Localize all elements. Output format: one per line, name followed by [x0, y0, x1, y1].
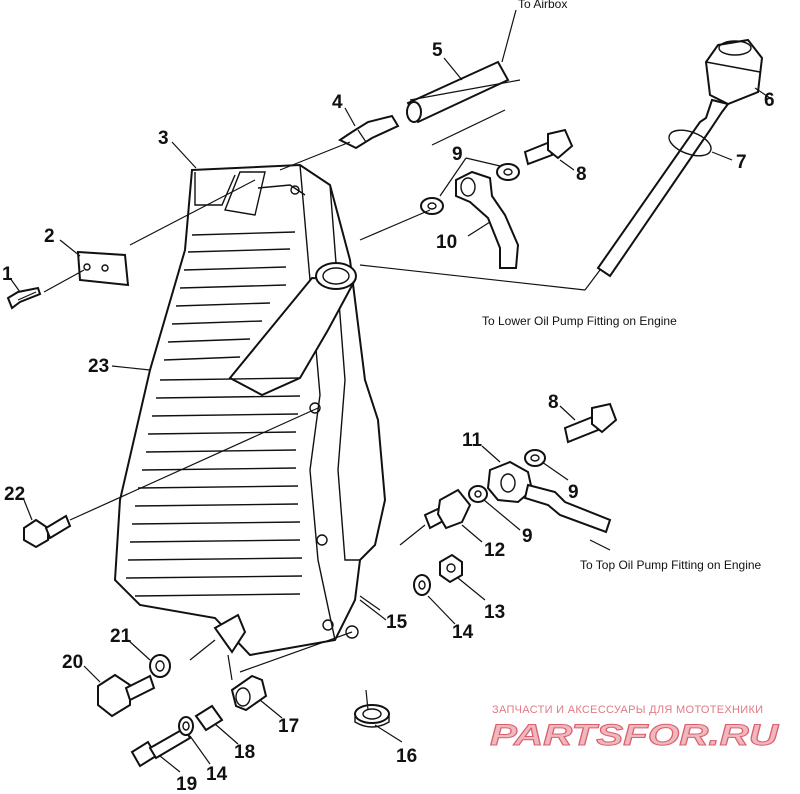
grommet-16 — [354, 704, 390, 728]
washer-9d — [468, 485, 488, 503]
washer-21 — [149, 654, 171, 678]
hose-5 — [406, 60, 510, 124]
callout-23: 23 — [88, 356, 109, 377]
callout-20: 20 — [62, 652, 83, 673]
nut-13 — [439, 553, 463, 584]
oil-tank — [113, 163, 387, 657]
callout-19: 19 — [176, 774, 197, 794]
callout-10: 10 — [436, 232, 457, 253]
callout-9-lower: 9 — [522, 526, 533, 547]
annotation-to-top-oil-pump: To Top Oil Pump Fitting on Engine — [580, 558, 762, 572]
callout-leaders — [9, 57, 771, 773]
banjo-fitting-10 — [455, 170, 520, 269]
watermark-brand-logo: PARTSFOR.RU — [490, 719, 780, 752]
callout-4: 4 — [332, 92, 343, 113]
annotation-to-airbox: To Airbox — [518, 0, 567, 11]
callout-15: 15 — [386, 612, 408, 633]
callout-21: 21 — [110, 626, 132, 647]
check-valve-12 — [423, 488, 472, 530]
annotations: To Airbox To Lower Oil Pump Fitting on E… — [482, 0, 762, 572]
callout-9-right: 9 — [568, 482, 579, 503]
washer-14-left — [178, 716, 194, 736]
grommet-17 — [230, 674, 268, 712]
bolt-22 — [23, 514, 72, 549]
callout-7: 7 — [736, 152, 747, 173]
bolt-20 — [97, 673, 156, 718]
callout-5: 5 — [432, 40, 443, 61]
callout-14-left: 14 — [206, 764, 228, 785]
callout-8-upper: 8 — [576, 164, 587, 185]
callout-labels: 1 2 3 4 5 6 7 8 8 9 9 9 10 11 12 13 14 1… — [2, 40, 775, 794]
bolt-19 — [130, 726, 192, 768]
callout-17: 17 — [278, 716, 299, 737]
callout-12: 12 — [484, 540, 505, 561]
bolt-8-upper — [523, 128, 574, 166]
callout-6: 6 — [764, 90, 775, 111]
watermark: ЗАПЧАСТИ И АКСЕССУАРЫ ДЛЯ МОТОТЕХНИКИ PA… — [490, 704, 781, 753]
callout-9-upper: 9 — [452, 144, 463, 165]
bolt-8-lower — [563, 402, 618, 444]
callout-14-right: 14 — [452, 622, 474, 643]
washer-9b — [496, 163, 520, 181]
washer-9a — [420, 197, 444, 215]
watermark-tagline: ЗАПЧАСТИ И АКСЕССУАРЫ ДЛЯ МОТОТЕХНИКИ — [492, 704, 763, 716]
callout-1: 1 — [2, 264, 13, 285]
callout-13: 13 — [484, 602, 505, 623]
callout-2: 2 — [44, 226, 55, 247]
callout-11: 11 — [462, 430, 483, 451]
bracket-2 — [76, 250, 130, 287]
callout-8-lower: 8 — [548, 392, 559, 413]
banjo-fitting-11 — [486, 460, 612, 534]
fitting-4 — [338, 114, 400, 150]
callout-3: 3 — [158, 128, 169, 149]
o-ring-7 — [668, 129, 712, 157]
annotation-to-lower-oil-pump: To Lower Oil Pump Fitting on Engine — [482, 314, 677, 328]
callout-22: 22 — [4, 484, 25, 505]
screw-1 — [6, 286, 42, 310]
callout-16: 16 — [396, 746, 417, 767]
callout-18: 18 — [234, 742, 255, 763]
leader-lines — [43, 9, 611, 711]
washer-9c — [524, 449, 546, 467]
dipstick-cap-6 — [596, 38, 764, 278]
washer-14-right — [413, 574, 431, 596]
